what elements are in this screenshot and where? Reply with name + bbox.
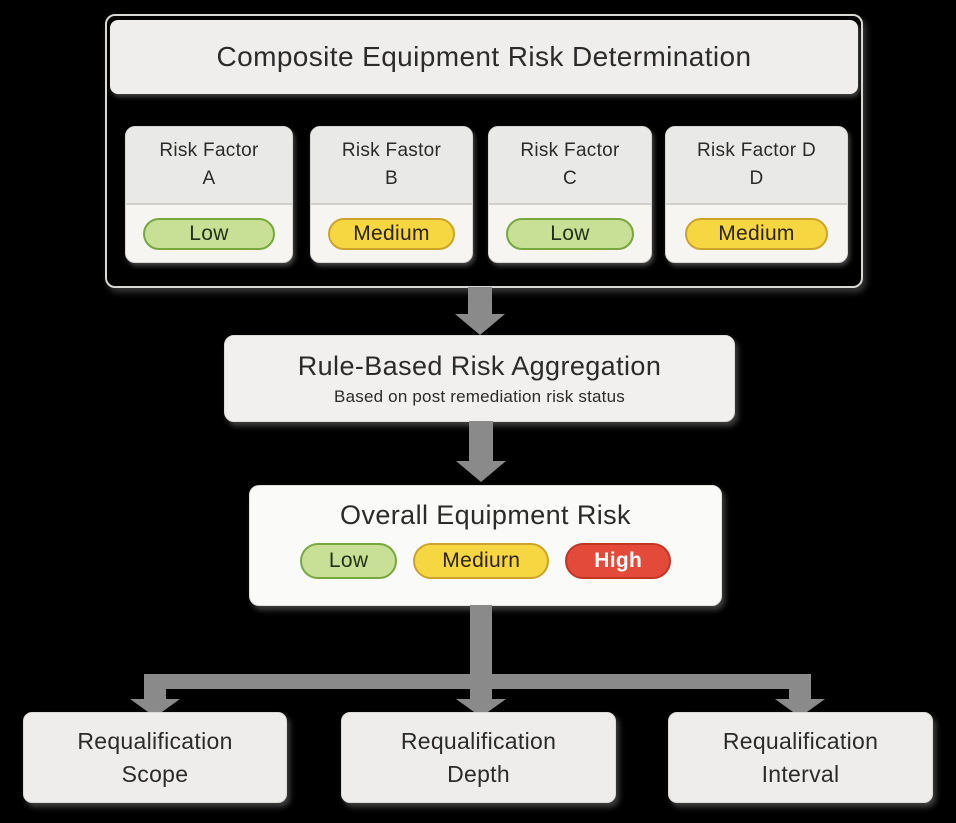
- risk-factor-card-d-title: Risk Factor D D: [666, 127, 847, 205]
- risk-badge-d: Medium: [685, 217, 828, 250]
- risk-badge-a: Low: [143, 217, 275, 250]
- connector-right-stub: [789, 674, 811, 702]
- requalification-depth-box: Requalification Depth: [341, 712, 616, 803]
- aggregation-title: Rule-Based Risk Aggregation: [297, 350, 662, 381]
- overall-badge-high: High: [565, 543, 672, 579]
- risk-factor-card-b-title: Risk Fastor B: [311, 127, 472, 205]
- risk-factor-card-b-body: Medium: [311, 205, 472, 262]
- requalification-interval-line1: Requalification: [722, 728, 879, 755]
- overall-badge-low: Low: [299, 543, 398, 579]
- composite-risk-container: Composite Equipment Risk Determination R…: [105, 14, 863, 288]
- risk-factor-card-c: Risk Factor C Low: [488, 126, 652, 263]
- risk-factor-card-a: Risk Factor A Low: [125, 126, 293, 263]
- risk-factor-card-a-body: Low: [126, 205, 292, 262]
- risk-factor-card-d-line1: Risk Factor D: [697, 140, 816, 162]
- requalification-interval-line2: Interval: [761, 760, 840, 787]
- requalification-depth-line2: Depth: [447, 760, 510, 787]
- risk-factor-card-b-line2: B: [385, 168, 398, 189]
- composite-risk-title: Composite Equipment Risk Determination: [110, 20, 858, 94]
- risk-factor-card-c-body: Low: [489, 205, 651, 262]
- requalification-scope-box: Requalification Scope: [23, 712, 287, 803]
- risk-factor-card-b: Risk Fastor B Medium: [310, 126, 473, 263]
- overall-badge-medium: Mediurn: [413, 543, 550, 579]
- risk-factor-card-b-line1: Risk Fastor: [341, 140, 442, 162]
- rule-based-aggregation-box: Rule-Based Risk Aggregation Based on pos…: [224, 335, 735, 422]
- arrow-down-2-icon: [456, 461, 506, 482]
- risk-factor-card-c-line1: Risk Factor: [520, 140, 620, 162]
- risk-factor-card-d: Risk Factor D D Medium: [665, 126, 848, 263]
- requalification-interval-box: Requalification Interval: [668, 712, 933, 803]
- risk-factor-card-a-line1: Risk Factor: [159, 140, 259, 162]
- risk-factor-card-d-body: Medium: [666, 205, 847, 262]
- arrow-down-1-icon: [455, 314, 505, 335]
- overall-risk-badges: Low Mediurn High: [299, 543, 672, 579]
- requalification-depth-line1: Requalification: [400, 728, 557, 755]
- risk-factor-card-d-line2: D: [749, 168, 764, 189]
- overall-risk-title: Overall Equipment Risk: [340, 500, 631, 530]
- risk-factor-card-c-line2: C: [562, 168, 578, 189]
- aggregation-subtitle: Based on post remediation risk status: [334, 386, 625, 406]
- risk-factor-card-a-line2: A: [202, 168, 216, 189]
- risk-factor-card-a-title: Risk Factor A: [126, 127, 292, 205]
- risk-factor-card-c-title: Risk Factor C: [489, 127, 651, 205]
- connector-left-stub: [144, 674, 166, 702]
- requalification-scope-line2: Scope: [121, 760, 189, 787]
- connector-horizontal-bar: [144, 674, 811, 689]
- requalification-scope-line1: Requalification: [77, 728, 233, 755]
- overall-risk-box: Overall Equipment Risk Low Mediurn High: [249, 485, 722, 606]
- risk-badge-b: Medium: [327, 217, 456, 250]
- risk-badge-c: Low: [506, 217, 634, 250]
- arrow-down-1-stem: [468, 287, 492, 315]
- arrow-down-2-stem: [469, 421, 493, 462]
